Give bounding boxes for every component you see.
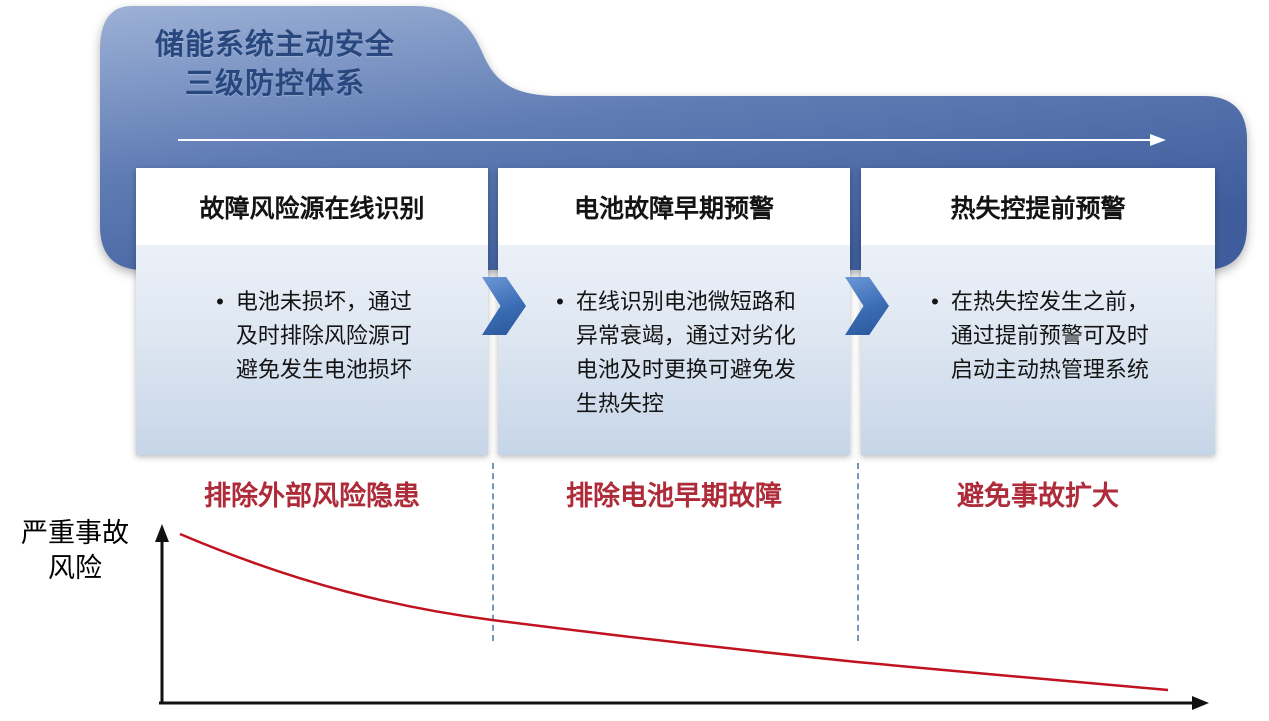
bullet-icon: • <box>556 289 564 314</box>
y-axis-label: 严重事故 风险 <box>10 516 140 586</box>
stage-box-risk-identification: 故障风险源在线识别 • 电池未损坏，通过 及时排除风险源可 避免发生电池损坏 <box>136 168 488 455</box>
stage-outcome-label: 排除电池早期故障 <box>566 481 782 511</box>
stage-body: • 电池未损坏，通过 及时排除风险源可 避免发生电池损坏 <box>136 245 488 455</box>
stage-box-early-warning: 电池故障早期预警 • 在线识别电池微短路和 异常衰竭，通过对劣化 电池及时更换可… <box>498 168 850 455</box>
bullet-icon: • <box>216 289 224 314</box>
banner-timeline-arrow-icon <box>178 134 1166 146</box>
y-axis-label-line1: 严重事故 <box>21 518 129 548</box>
stage-outcome-label: 避免事故扩大 <box>957 481 1119 511</box>
dashed-separator <box>857 463 859 641</box>
bullet-icon: • <box>931 289 939 314</box>
banner-title: 储能系统主动安全 三级防控体系 <box>105 26 445 104</box>
stage-outcome-label: 排除外部风险隐患 <box>204 481 420 511</box>
stage-title: 热失控提前预警 <box>861 168 1215 245</box>
risk-curve <box>179 532 1169 692</box>
stage-body: • 在线识别电池微短路和 异常衰竭，通过对劣化 电池及时更换可避免发 生热失控 <box>498 245 850 455</box>
banner-title-line2: 三级防控体系 <box>184 68 365 101</box>
dashed-separator <box>492 463 494 641</box>
stage-body: • 在热失控发生之前， 通过提前预警可及时 启动主动热管理系统 <box>861 245 1215 455</box>
stage-body-text: 在线识别电池微短路和 异常衰竭，通过对劣化 电池及时更换可避免发 生热失控 <box>575 289 796 417</box>
x-axis <box>159 696 1209 710</box>
banner-title-line1: 储能系统主动安全 <box>154 29 395 61</box>
stage-box-thermal-runaway-warning: 热失控提前预警 • 在热失控发生之前， 通过提前预警可及时 启动主动热管理系统 <box>861 168 1215 455</box>
stage-body-text: 在热失控发生之前， 通过提前预警可及时 启动主动热管理系统 <box>950 289 1149 383</box>
stage-title: 故障风险源在线识别 <box>136 168 488 245</box>
y-axis-label-line2: 风险 <box>48 553 102 584</box>
stage-title: 电池故障早期预警 <box>498 168 850 245</box>
stage-body-text: 电池未损坏，通过 及时排除风险源可 避免发生电池损坏 <box>235 289 412 383</box>
y-axis <box>155 524 169 703</box>
